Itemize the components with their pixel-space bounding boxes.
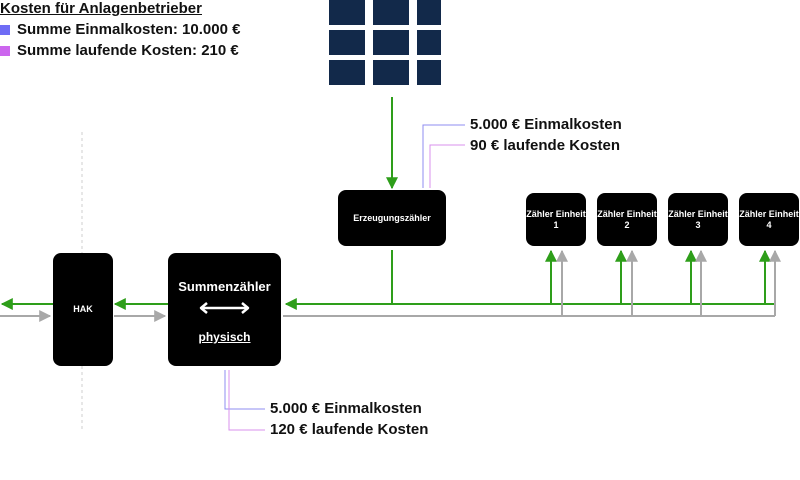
summen-laufende-kosten: 120 € laufende Kosten [270,421,429,438]
legend-item-label: Summe Einmalkosten: 10.000 € [17,21,241,38]
erzeugung-laufend-leader [429,144,465,188]
erzeugungszaehler-label: Erzeugungszähler [353,212,431,223]
legend-swatch-blue [0,24,10,35]
legend-item-laufende-kosten: Summe laufende Kosten: 210 € [0,42,239,59]
legend-item-einmalkosten: Summe Einmalkosten: 10.000 € [0,21,240,38]
hak-label: HAK [73,304,93,314]
summenzaehler-subtitle: physisch [198,330,251,344]
erzeugungszaehler-box[interactable]: Erzeugungszähler [338,190,446,246]
zaehler-einheit-label: Zähler Einheit [597,208,657,219]
zaehler-einheit-4-box[interactable]: Zähler Einheit 4 [739,193,799,246]
legend-title: Kosten für Anlagenbetrieber [0,0,202,17]
zaehler-einheit-number: 2 [624,219,630,230]
zaehler-einheit-number: 3 [695,219,701,230]
erzeugung-laufende-kosten: 90 € laufende Kosten [470,137,621,154]
zaehler-einheit-label: Zähler Einheit [526,208,586,219]
hak-box[interactable]: HAK [53,253,113,366]
zaehler-einheit-label: Zähler Einheit [668,208,728,219]
zaehler-einheit-1-box[interactable]: Zähler Einheit 1 [526,193,586,246]
legend-swatch-purple [0,45,10,56]
summen-laufend-leader [228,370,265,431]
summen-einmal-leader [224,370,265,410]
solar-panel-icon [326,0,442,88]
summenzaehler-box[interactable]: Summenzähler physisch [168,253,281,366]
legend-item-label: Summe laufende Kosten: 210 € [17,42,239,59]
erzeugung-einmalkosten: 5.000 € Einmalkosten [470,116,622,133]
summenzaehler-title: Summenzähler [178,279,271,294]
zaehler-einheit-number: 1 [553,219,559,230]
zaehler-einheit-label: Zähler Einheit [739,208,799,219]
zaehler-einheit-2-box[interactable]: Zähler Einheit 2 [597,193,657,246]
erzeugung-einmal-leader [422,124,465,188]
zaehler-einheit-number: 4 [766,219,772,230]
bidirectional-arrow-icon [199,302,250,314]
zaehler-einheit-3-box[interactable]: Zähler Einheit 3 [668,193,728,246]
summen-einmalkosten: 5.000 € Einmalkosten [270,400,422,417]
